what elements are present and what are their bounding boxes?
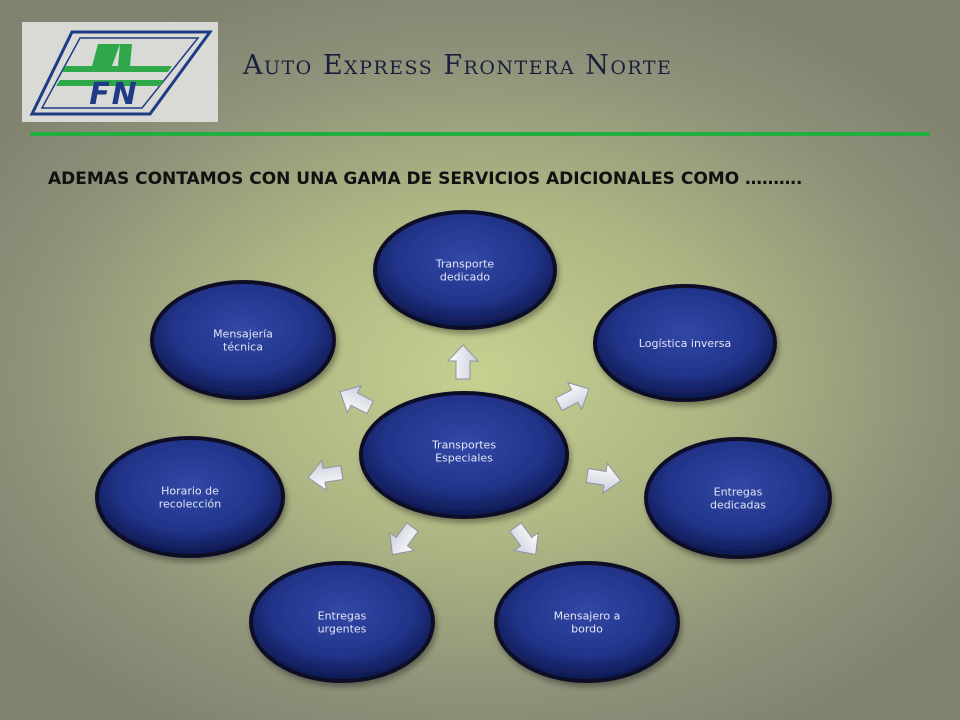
afn-logo-icon: FN bbox=[22, 22, 218, 122]
arrow-to-entregas-urgentes-shape bbox=[389, 522, 419, 556]
arrow-to-mensajero-a-bordo bbox=[509, 522, 539, 556]
node-mensajero-a-bordo bbox=[494, 561, 680, 683]
node-entregas-dedicadas bbox=[644, 437, 832, 559]
arrow-to-entregas-dedicadas bbox=[585, 462, 622, 495]
node-logistica-inversa-label: Logística inversa bbox=[639, 337, 731, 350]
node-entregas-urgentes-body bbox=[253, 565, 431, 679]
company-name: Auto Express Frontera Norte bbox=[243, 50, 673, 81]
node-logistica-inversa bbox=[593, 284, 777, 402]
arrow-to-mensajeria-tecnica-shape bbox=[339, 384, 375, 415]
center-node-transportes-especiales-body bbox=[363, 395, 565, 515]
node-entregas-urgentes bbox=[249, 561, 435, 683]
node-mensajeria-tecnica bbox=[150, 280, 336, 400]
services-headline: ADEMAS CONTAMOS CON UNA GAMA DE SERVICIO… bbox=[48, 169, 803, 189]
node-logistica-inversa-body bbox=[597, 288, 773, 398]
node-transporte-dedicado bbox=[373, 210, 557, 330]
arrow-to-horario-de-recoleccion bbox=[307, 459, 344, 492]
arrow-to-horario-de-recoleccion-shape bbox=[307, 459, 344, 492]
node-mensajeria-tecnica-body bbox=[154, 284, 332, 396]
center-node-transportes-especiales bbox=[359, 391, 569, 519]
arrow-to-mensajeria-tecnica bbox=[339, 384, 375, 415]
svg-text:FN: FN bbox=[89, 77, 139, 112]
node-horario-de-recoleccion bbox=[95, 436, 285, 558]
node-mensajero-a-bordo-body bbox=[498, 565, 676, 679]
node-horario-de-recoleccion-body bbox=[99, 440, 281, 554]
arrow-to-logistica-inversa bbox=[554, 381, 590, 412]
company-logo: FN bbox=[22, 22, 218, 122]
arrow-to-logistica-inversa-shape bbox=[554, 381, 590, 412]
arrow-to-mensajero-a-bordo-shape bbox=[509, 522, 539, 556]
node-transporte-dedicado-body bbox=[377, 214, 553, 326]
arrow-to-transporte-dedicado bbox=[446, 344, 480, 380]
node-entregas-dedicadas-body bbox=[648, 441, 828, 555]
arrow-to-transporte-dedicado-shape bbox=[446, 344, 480, 380]
arrow-to-entregas-urgentes bbox=[389, 522, 419, 556]
arrow-to-entregas-dedicadas-shape bbox=[585, 462, 622, 495]
title-divider bbox=[30, 132, 930, 136]
